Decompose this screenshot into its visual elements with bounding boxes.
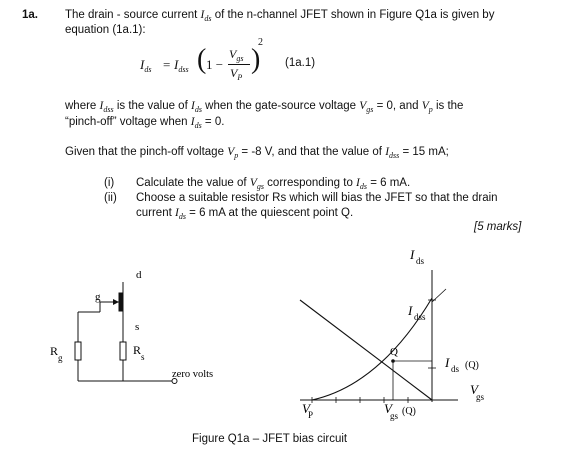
rs-resistor [119,341,127,361]
zero-volts-terminal [171,378,178,384]
eq-one-minus: 1 − [206,57,224,72]
rg-label: R [50,344,58,358]
transfer-curve [311,297,433,401]
rg-sub-label: g [58,353,63,363]
eq-left-paren: ( [197,44,207,75]
source-label: s [135,321,139,333]
given-line: Given that the pinch-off voltage Vp = -8… [65,146,449,160]
zero-volts-label: zero volts [172,369,213,380]
part-ii-line1: Choose a suitable resistor Rs which will… [136,192,498,204]
eq-idss: Idss [174,57,189,74]
where-line2: “pinch-off” voltage when Ids = 0. [65,116,225,130]
ids-q-suffix: (Q) [465,360,479,371]
vgs-q-label: V [384,401,394,416]
drain-label: d [136,269,142,281]
question-number: 1a. [22,9,38,21]
vgs-axis-label: V [470,382,480,397]
rg-resistor [74,341,82,361]
gate-label: g [95,291,101,303]
rs-sub-label: s [141,352,145,362]
q-point [391,359,395,363]
part-i-number: (i) [104,177,115,189]
gate-arrow-icon [113,299,119,305]
q-label: Q [390,346,398,358]
question-intro-line2: equation (1a.1): [65,24,146,36]
jfet-circuit [74,282,178,384]
transfer-graph [299,270,458,403]
vgs-axis-sub: gs [476,392,485,402]
vgs-q-sub: gs [390,411,399,421]
figure-caption: Figure Q1a – JFET bias circuit [192,433,348,445]
eq-equals: = [163,57,171,72]
vgs-q-suffix: (Q) [402,406,416,417]
eq-right-paren: ) [251,44,261,75]
part-ii-number: (ii) [104,192,117,204]
eq-label: (1a.1) [285,57,316,69]
ids-q-label: I [444,355,450,370]
eq-lhs: Ids [140,57,152,74]
question-intro-line1: The drain - source current Ids of the n-… [65,9,495,23]
part-i-text: Calculate the value of Vgs corresponding… [136,177,411,191]
eq-numerator: Vgs [229,47,244,63]
bias-load-line [299,299,433,401]
rs-label: R [133,343,141,357]
ids-axis-sub: ds [416,256,425,266]
ids-axis-label: I [409,247,415,262]
part-ii-line2: current Ids = 6 mA at the quiescent poin… [136,207,354,221]
vp-label: V [302,401,312,416]
vp-sub: P [308,410,313,420]
where-line1: where Idss is the value of Ids when the … [65,100,464,114]
idss-sub: dss [414,312,426,322]
eq-fraction-bar [228,64,250,65]
jfet-channel [118,292,124,312]
eq-power: 2 [258,37,263,48]
ids-q-sub: ds [451,364,460,374]
idss-label: I [407,303,413,318]
eq-denominator: VP [230,66,243,82]
marks-label: [5 marks] [474,221,522,233]
